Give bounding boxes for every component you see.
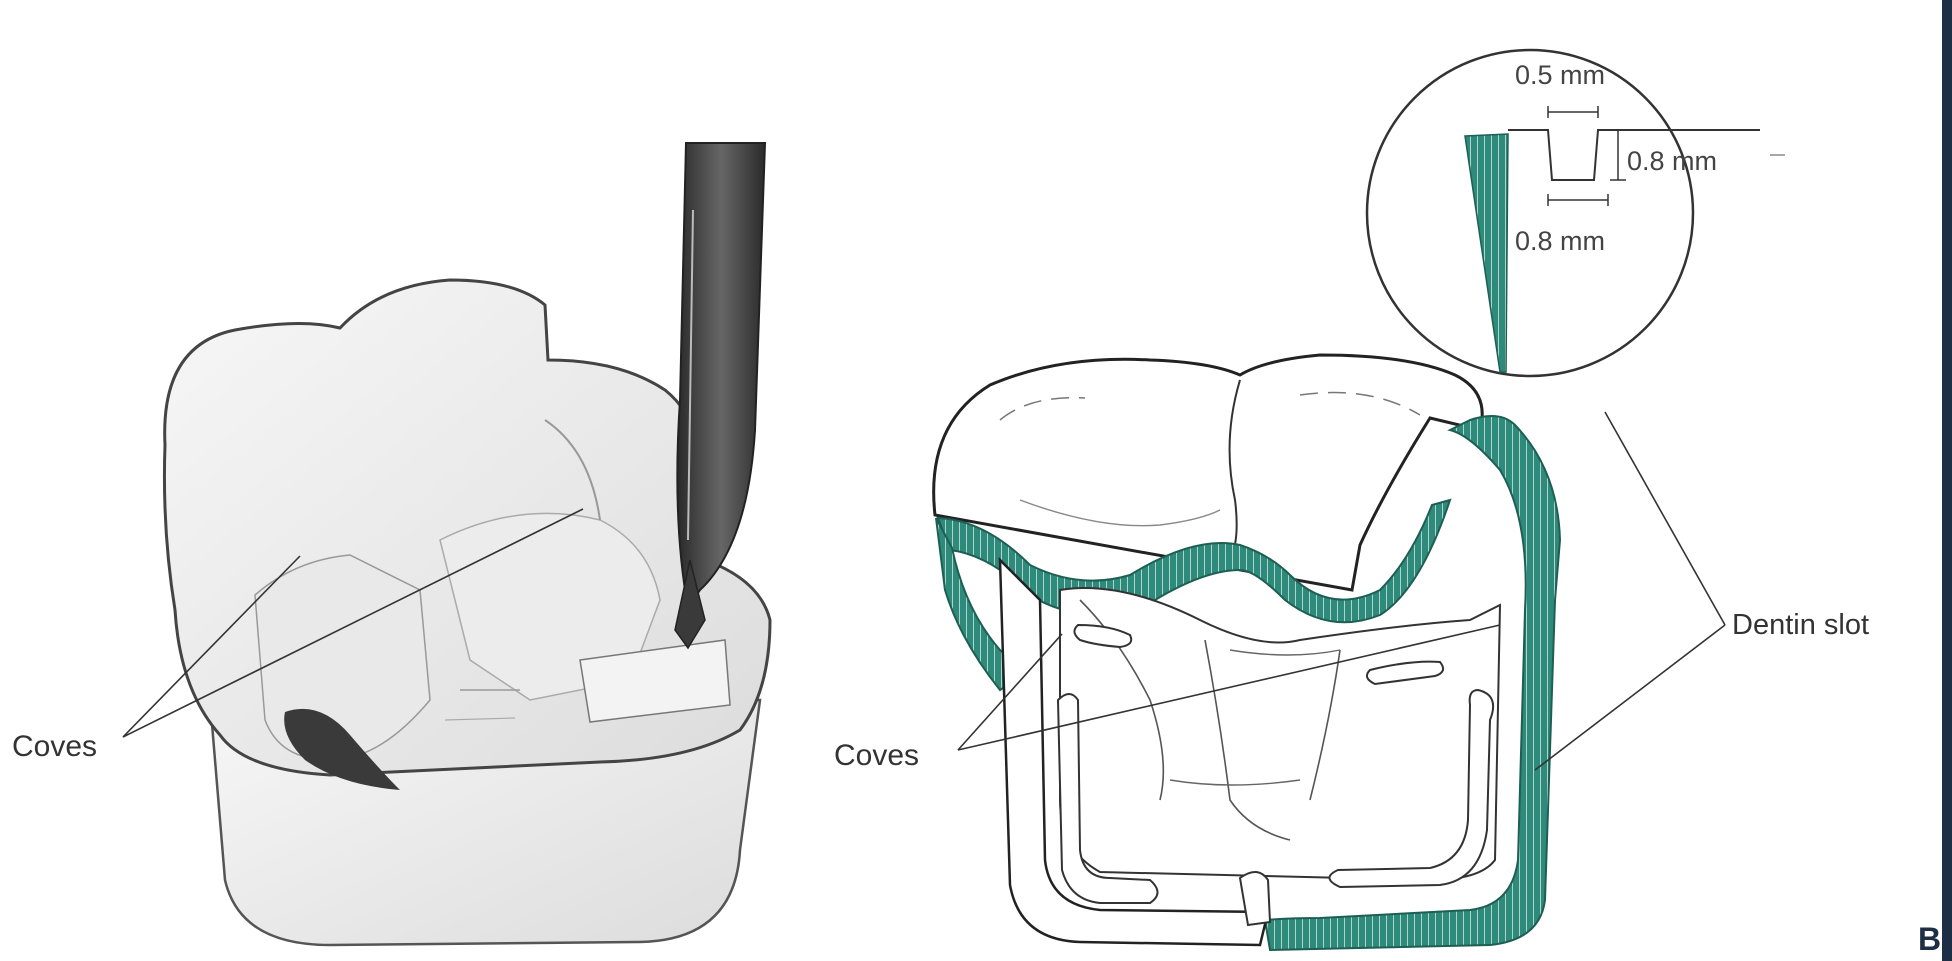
magnified-slot-detail-icon (1367, 50, 1785, 376)
dimension-top-label: 0.5 mm (1515, 60, 1605, 90)
dimension-side-label: 0.8 mm (1627, 146, 1717, 176)
coves-label-left: Coves (12, 730, 97, 763)
right-edge-bar (1942, 0, 1952, 961)
tooth-occlusal-outline-icon (934, 355, 1560, 950)
leader-line (1535, 625, 1725, 770)
coves-label-right: Coves (834, 739, 919, 772)
panel-letter: B (1918, 921, 1941, 957)
leader-line (1605, 412, 1725, 625)
dentin-slot-label: Dentin slot (1732, 609, 1869, 641)
dimension-bottom-label: 0.8 mm (1515, 226, 1605, 256)
